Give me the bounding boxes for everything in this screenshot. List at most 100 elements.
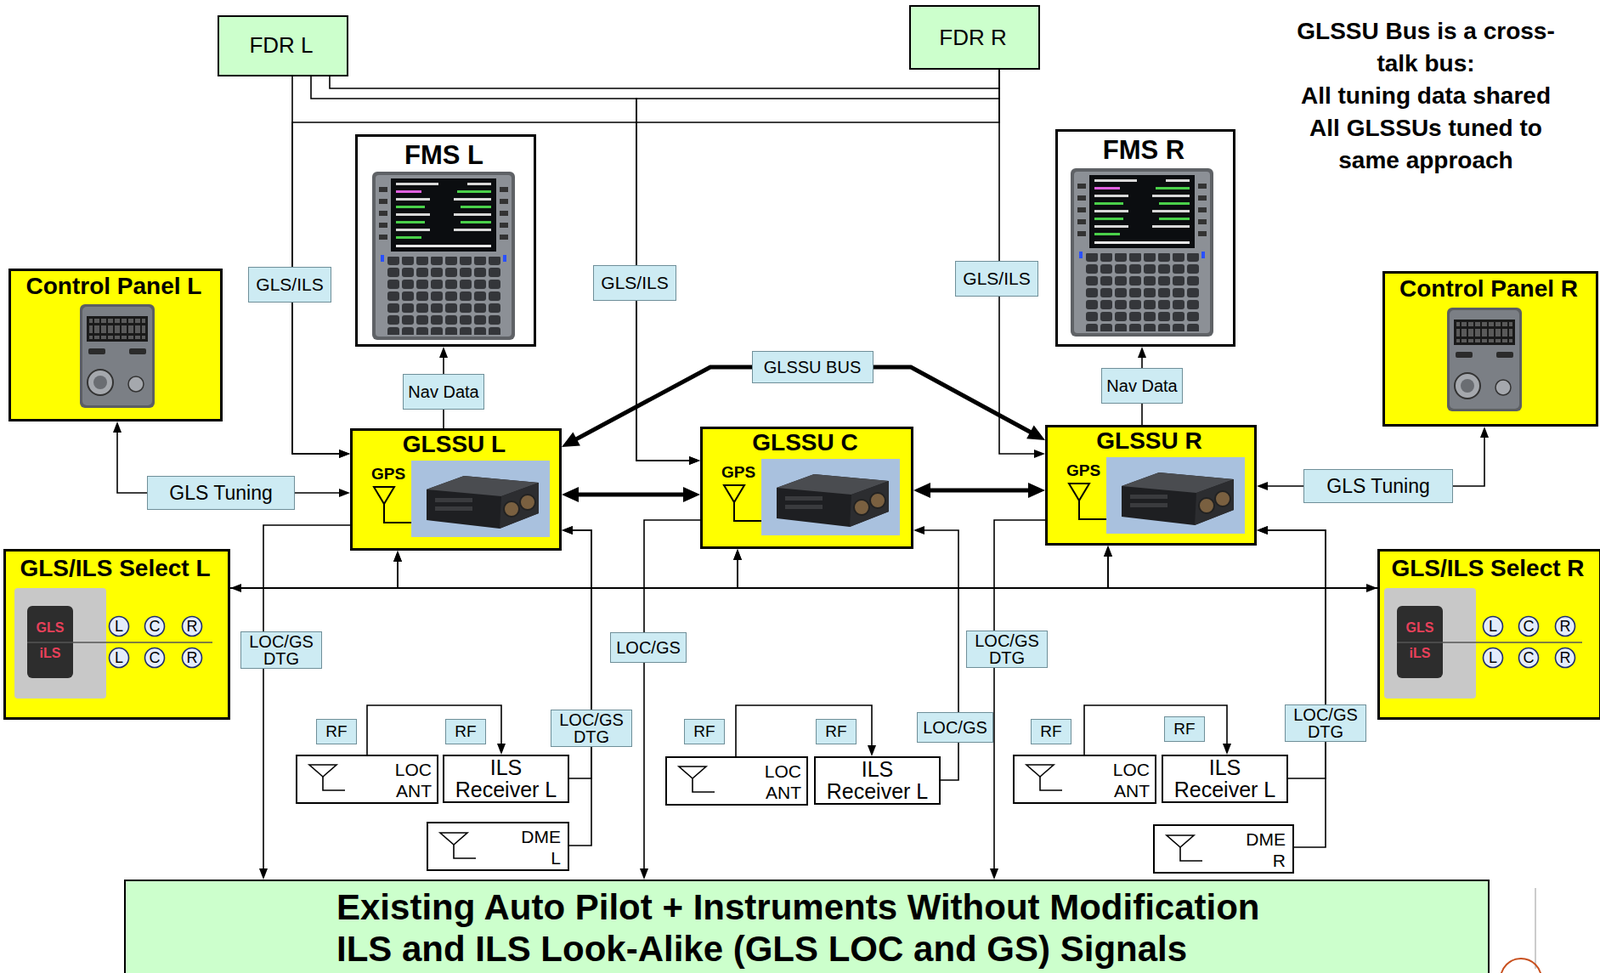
label-slot: LOC/GS DTG (550, 709, 633, 747)
arrow-head (259, 868, 268, 880)
control-panel-box: Control Panel R (1382, 271, 1599, 427)
label-slot: LOC/GS (610, 632, 687, 663)
connector-line (367, 705, 502, 755)
text-slot: iLS (27, 644, 74, 662)
connector-line (737, 556, 1378, 588)
arrow-head (689, 456, 701, 465)
label-slot: LOC/GS DTG (240, 631, 323, 669)
gps-antenna-symbol (373, 486, 412, 523)
box-title: FMS R (1057, 135, 1230, 165)
autopilot-band: Existing Auto Pilot + Instruments Withou… (124, 879, 1490, 973)
arrow-head (1028, 482, 1046, 498)
label-slot: GLS/ILS (248, 266, 332, 303)
selector-circle: L (1481, 646, 1504, 669)
gps-label: GPS (721, 463, 764, 482)
text-slot: C (1517, 617, 1540, 635)
receiver-box: ILS Receiver L (1161, 754, 1289, 803)
circle-letter: L (1481, 649, 1504, 667)
antenna-box: LOC ANT (1012, 754, 1157, 804)
antenna-symbol (440, 832, 476, 859)
signal-connector (735, 705, 877, 757)
text-slot: C (143, 617, 166, 635)
text-slot: GLSSU C (702, 429, 908, 457)
arrow-head (1103, 545, 1113, 557)
arrow-head (913, 525, 925, 535)
arrow-head (339, 449, 351, 458)
fms-screen-image (1070, 168, 1214, 337)
text-slot: LOC ANT (387, 758, 432, 802)
text-slot: GLS/ILS Select R (1379, 554, 1596, 583)
decor-circle (1500, 958, 1542, 973)
label-slot: GLS/ILS (593, 265, 677, 301)
selector-circle: R (180, 615, 204, 638)
arrow-head (1103, 545, 1113, 557)
signal-label: GLS/ILS (248, 266, 332, 303)
gps-label: GPS (1066, 461, 1109, 481)
text-slot: R (180, 617, 204, 635)
signal-label: LOC/GS DTG (1284, 704, 1367, 742)
label-slot: LOC/GS (916, 712, 994, 743)
note-text: All GLSSUs tuned to same approach (1289, 112, 1562, 177)
text-slot: iLS (1396, 644, 1443, 662)
receiver-label: ILS Receiver L (824, 757, 931, 803)
connector-line (292, 69, 1000, 454)
text-slot: Control Panel L (11, 272, 217, 300)
rf-label: RF (1030, 718, 1072, 745)
signal-label: GLS Tuning (146, 475, 295, 510)
receiver-label: ILS Receiver L (452, 756, 560, 801)
signal-connector (329, 69, 1000, 89)
arrow-head (393, 550, 402, 562)
arrow-head (989, 868, 999, 880)
signal-label: LOC/GS (916, 712, 994, 743)
label-slot: RF (445, 718, 487, 745)
arrow-head (561, 525, 573, 535)
connector-line (569, 530, 592, 846)
fms-box: FMS L (355, 134, 537, 347)
connector-line (735, 705, 872, 757)
circle-letter: L (107, 617, 131, 635)
circle-letter: L (1481, 617, 1504, 635)
signal-label: GLS Tuning (1303, 469, 1454, 504)
selector-circle: L (107, 646, 131, 669)
circle-letter: R (180, 649, 204, 667)
circle-letter: C (143, 617, 166, 635)
label-slot: RF (1030, 718, 1072, 745)
signal-label: LOC/GS DTG (550, 709, 633, 747)
note-text: All tuning data shared (1289, 79, 1562, 113)
label-slot: GLS/ILS (955, 260, 1039, 297)
glssu-unit: GLSSU LGPS (350, 428, 562, 551)
glssu-device-image (1106, 457, 1245, 534)
recorder-box: FDR R (909, 5, 1041, 70)
switch-label: GLS (27, 619, 74, 637)
unit-title: GLSSU C (702, 429, 908, 457)
dme-box: DME R (1153, 824, 1295, 874)
antenna-symbol (309, 764, 345, 791)
text-slot: R (1554, 617, 1577, 635)
text-slot: ILS Receiver L (452, 756, 560, 801)
dme-box: DME L (426, 821, 570, 871)
selector-circle: C (143, 646, 166, 669)
selector-circle: C (1517, 615, 1540, 638)
connector-line (310, 76, 693, 461)
selector-switch-image (14, 587, 107, 699)
signal-connector (989, 520, 1046, 880)
arrow-head (439, 346, 448, 358)
selector-circle: C (143, 615, 166, 638)
text-slot: L (107, 617, 131, 635)
text-slot: C (1517, 649, 1540, 667)
arrow-head (1137, 346, 1147, 358)
arrow-head (1256, 525, 1268, 535)
text-slot: LOC ANT (1105, 758, 1150, 802)
antenna-label: LOC ANT (1105, 758, 1150, 802)
glssu-unit: GLSSU C GPS (700, 426, 914, 549)
text-slot: LOC ANT (757, 760, 802, 803)
receiver-box: ILS Receiver L (814, 756, 941, 805)
arrow-head (639, 868, 649, 880)
arrow-head (339, 449, 351, 458)
text-slot: GLS (27, 619, 74, 637)
gps-antenna-symbol (723, 485, 762, 521)
connector-line (1084, 705, 1227, 755)
connector-line (397, 558, 1378, 588)
signal-label: Nav Data (1101, 367, 1183, 404)
signal-connector (230, 550, 402, 588)
